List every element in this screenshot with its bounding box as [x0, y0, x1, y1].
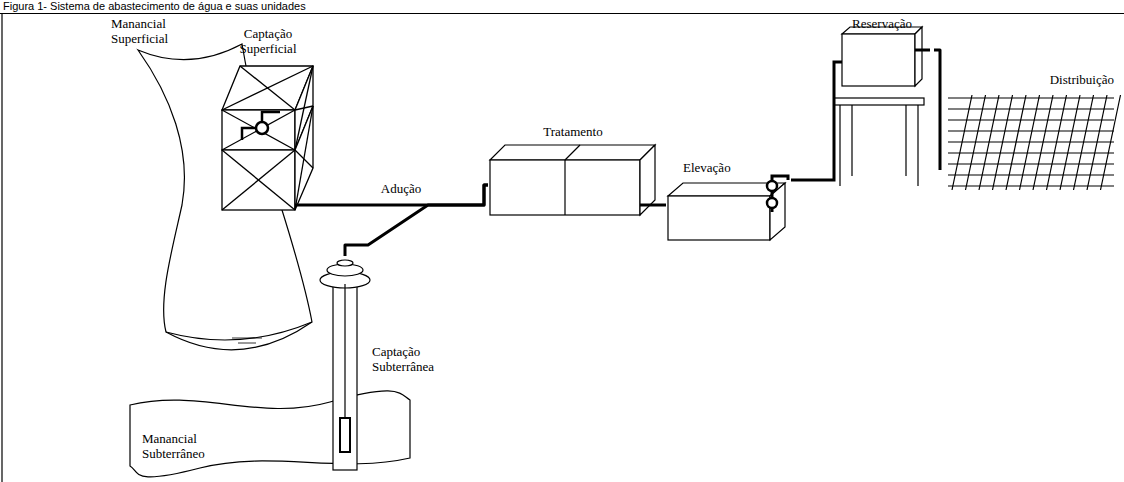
well	[337, 260, 353, 266]
intake-structure	[222, 110, 295, 150]
unit-node: Distribuição	[940, 72, 1118, 192]
intake-structure	[222, 110, 295, 150]
treatment-tank	[490, 145, 655, 160]
treatment-tank	[490, 160, 640, 215]
elevated-reservoir	[834, 98, 924, 105]
pumping-station	[668, 176, 788, 240]
elevated-reservoir	[842, 34, 915, 86]
distribution-grid	[948, 174, 1114, 175]
unit-node: Elevação	[666, 160, 791, 242]
elevated-reservoir	[851, 105, 852, 176]
intake-structure	[222, 66, 318, 210]
distribution-grid	[948, 108, 1114, 109]
distribution-grid	[1101, 95, 1121, 190]
unit-label: Distribuição	[944, 72, 1114, 87]
intake-structure	[222, 150, 295, 210]
elevated-reservoir	[839, 105, 840, 186]
intake-structure	[295, 106, 313, 210]
well	[333, 284, 357, 470]
distribution-grid	[948, 130, 1114, 131]
unit-node: Reservação	[830, 16, 934, 190]
pumping-station	[767, 181, 777, 191]
river	[138, 44, 312, 350]
elevated-reservoir	[830, 27, 930, 186]
frame-line	[0, 14, 1124, 482]
intake-structure	[222, 110, 295, 150]
well	[344, 284, 345, 418]
unit-label: Tratamento	[493, 124, 653, 139]
unit-label: Captação Superficial	[228, 26, 308, 56]
elevated-reservoir	[830, 62, 842, 180]
intake-structure	[240, 66, 295, 110]
figure-title: Figura 1- Sistema de abastecimento de ág…	[3, 0, 306, 12]
unit-node: Captação Superficial	[218, 26, 318, 216]
river	[138, 44, 312, 350]
well	[340, 418, 350, 452]
treatment-tank	[564, 160, 565, 215]
unit-node: Manancial Subterrâneo	[130, 395, 410, 472]
aquifer	[130, 391, 410, 477]
intake-structure	[222, 150, 295, 210]
unit-label: Captação Subterrânea	[372, 344, 450, 374]
intake-structure	[222, 150, 295, 210]
distribution-grid	[948, 185, 1114, 186]
unit-node: Tratamento	[488, 124, 658, 216]
frame-line	[0, 13, 1124, 14]
river	[166, 322, 312, 340]
pipe	[934, 50, 940, 170]
intake-structure	[242, 112, 280, 140]
treatment-tank	[640, 204, 658, 207]
elevated-reservoir	[905, 105, 906, 176]
intake-structure	[295, 106, 313, 210]
distribution-grid	[948, 163, 1114, 164]
unit-label: Reservação	[834, 16, 930, 31]
frame-line	[1, 14, 2, 482]
intake-structure	[295, 204, 318, 207]
river	[232, 338, 262, 343]
unit-label: Manancial Subterrâneo	[142, 431, 222, 461]
treatment-tank	[490, 145, 658, 215]
unit-label: Elevação	[683, 160, 783, 175]
unit-label: Manancial Superficial	[111, 16, 183, 46]
aquifer	[130, 391, 410, 477]
elevated-reservoir	[917, 105, 918, 186]
intake-structure	[256, 122, 268, 134]
elevated-reservoir	[915, 49, 930, 52]
unit-node: Captação Subterrânea	[316, 256, 458, 470]
pipe	[658, 204, 666, 207]
distribution-grid	[948, 141, 1114, 142]
distribution-grid	[948, 97, 1114, 98]
pumping-station	[668, 196, 770, 240]
well	[320, 260, 370, 470]
distribution-grid	[948, 119, 1114, 120]
pipe-label: Adução	[379, 181, 423, 196]
unit-node: Manancial Superficial	[105, 16, 320, 370]
distribution-grid	[948, 95, 1121, 190]
pumping-station	[767, 198, 777, 208]
treatment-tank	[565, 145, 580, 160]
elevated-reservoir	[915, 27, 922, 86]
pipe	[791, 179, 830, 182]
